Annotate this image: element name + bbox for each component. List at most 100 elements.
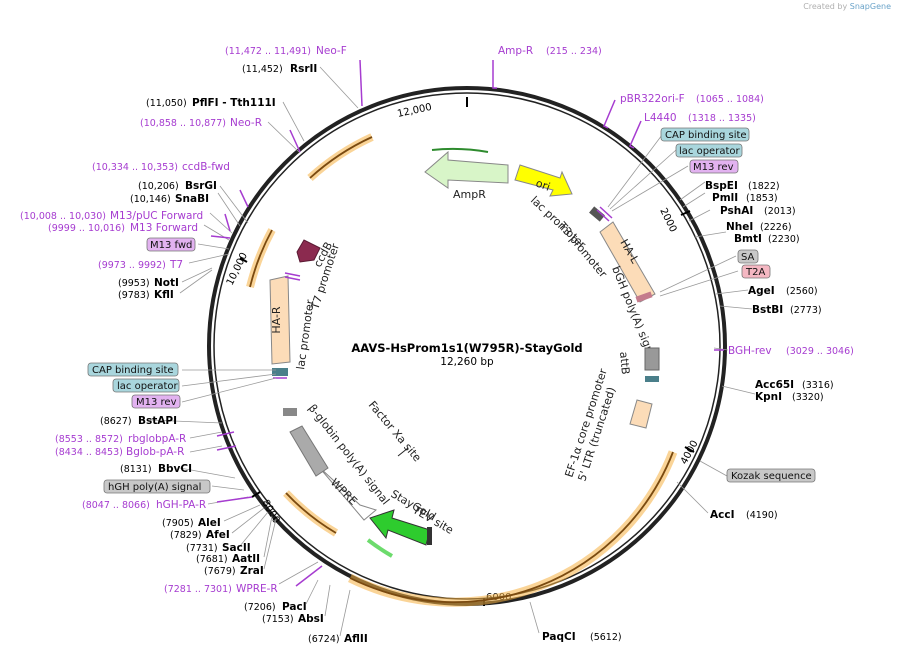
enzyme-pos-bstbi: (2773)	[790, 305, 822, 316]
enzyme-pos-kpni: (3320)	[792, 392, 824, 403]
enzyme-nhei: NheI	[726, 221, 753, 233]
attb-feature	[644, 347, 660, 371]
primer-range-neo-f: (11,472 .. 11,491)	[225, 46, 311, 57]
primer-range-pbr322ori: (1065 .. 1084)	[696, 94, 764, 105]
primer-rbglobpa-r: rbglobpA-R	[128, 433, 186, 445]
enzyme-kfli: KflI	[154, 289, 174, 301]
wpre-label: WPRE	[328, 476, 360, 508]
enzyme-pos-paci: (7206)	[244, 602, 276, 613]
primer-range-bgh-rev: (3029 .. 3046)	[786, 346, 854, 357]
enzyme-absi: AbsI	[298, 613, 324, 625]
primer-m13puc-forward: M13/pUC Forward	[110, 210, 203, 222]
primer-marks	[210, 59, 724, 587]
enzyme-bstbi: BstBI	[752, 304, 783, 316]
primer-range-wpre: (7281 .. 7301)	[164, 584, 232, 595]
box-kozak: Kozak sequence	[731, 471, 812, 482]
enzyme-pos-zrai: (7679)	[204, 566, 236, 577]
primer-t7: T7	[169, 259, 183, 271]
enzyme-pos-bbvci: (8131)	[120, 464, 152, 475]
primer-bgh-rev: BGH-rev	[728, 345, 772, 357]
primer-bglob-pa-r: Bglob-pA-R	[126, 446, 184, 458]
enzyme-paci: PacI	[282, 601, 307, 613]
enzyme-pos-pmli: (1853)	[746, 193, 778, 204]
staygold-feature	[369, 509, 431, 546]
primers-left: (11,472 .. 11,491) Neo-F (10,858 .. 10,8…	[20, 45, 347, 595]
small-gray-feature	[283, 408, 297, 416]
primer-range-hgh: (8047 .. 8066)	[82, 500, 150, 511]
enzyme-pos-bstapi: (8627)	[100, 416, 132, 427]
enzyme-bspei: BspEI	[705, 180, 738, 192]
boxed-right: CAP binding site lac operator M13 rev SA…	[660, 127, 816, 483]
ef1a-feature	[629, 399, 653, 429]
enzyme-bsrgi: BsrGI	[185, 180, 217, 192]
enzyme-pos-aatii: (7681)	[196, 554, 228, 565]
ha-l-feature	[599, 221, 656, 303]
enzyme-pos-bsrgi: (10,206)	[138, 181, 179, 192]
attb-label: attB	[617, 351, 632, 375]
snapgene-watermark: Created by SnapGene	[803, 2, 891, 11]
enzyme-kpni: KpnI	[755, 391, 782, 403]
enzyme-zrai: ZraI	[240, 565, 264, 577]
tev-site-mark	[427, 527, 432, 545]
enzyme-pmli: PmlI	[712, 192, 738, 204]
enzyme-noti: NotI	[154, 277, 179, 289]
enzyme-agei: AgeI	[748, 285, 775, 297]
enzyme-pos-aflii: (6724)	[308, 634, 340, 645]
ccdb-feature	[296, 239, 321, 263]
watermark-prefix: Created by	[803, 2, 848, 11]
attb-stripe	[645, 376, 659, 382]
primer-neo-f: Neo-F	[316, 45, 347, 57]
neo-orange-arc-line	[309, 136, 373, 179]
enzymes-right: PaqCI (5612) AccI (4190) Acc65I (3316) K…	[542, 180, 834, 643]
enzyme-pos-pshai: (2013)	[764, 206, 796, 217]
enzyme-alei: AleI	[198, 517, 221, 529]
tick-mark-2000	[680, 210, 691, 216]
enzymes-left: (11,452) RsrII (11,050) PflFI - Tth111I …	[100, 63, 368, 645]
plasmid-name: AAVS-HsProm1s1(W795R)-StayGold	[351, 341, 582, 355]
box-lac-operator-left: lac operator	[117, 381, 178, 392]
enzyme-bstapi: BstAPI	[138, 415, 177, 427]
primer-l4440: L4440	[644, 112, 677, 124]
primer-ccdb-fwd: ccdB-fwd	[182, 161, 230, 173]
enzyme-pflfi: PflFI - Tth111I	[192, 97, 276, 109]
plasmid-length: 12,260 bp	[440, 356, 494, 368]
enzyme-pos-acc65i: (3316)	[802, 380, 834, 391]
ori-label: ori	[534, 177, 552, 194]
tick-label-8000: 8000	[259, 498, 281, 526]
bottom-orange-arc-line	[349, 451, 674, 604]
primer-m13-forward: M13 Forward	[130, 222, 198, 234]
t3-promoter-label: T3 promoter	[555, 219, 610, 281]
primer-range-rbglobpa: (8553 .. 8572)	[55, 434, 123, 445]
enzyme-acci: AccI	[710, 509, 734, 521]
enzyme-pos-agei: (2560)	[786, 286, 818, 297]
enzyme-sacii: SacII	[222, 542, 251, 554]
enzyme-aatii: AatII	[232, 553, 260, 565]
box-sa: SA	[741, 252, 755, 263]
enzyme-pos-noti: (9953)	[118, 278, 150, 289]
ha-r-feature	[269, 275, 291, 365]
orange-features	[246, 133, 678, 607]
enzyme-pos-paqci: (5612)	[590, 632, 622, 643]
enzyme-bmti: BmtI	[734, 233, 762, 245]
enzyme-pos-pflfi: (11,050)	[146, 98, 187, 109]
t7-stripes	[284, 272, 301, 281]
tick-mark-8000	[251, 491, 261, 498]
enzyme-bbvci: BbvCI	[158, 463, 192, 475]
box-m13-fwd: M13 fwd	[150, 240, 192, 251]
tick-mark-4000	[684, 446, 695, 453]
enzyme-pos-bmti: (2230)	[768, 234, 800, 245]
enzyme-paqci: PaqCI	[542, 631, 576, 643]
enzyme-pos-acci: (4190)	[746, 510, 778, 521]
enzyme-aflii: AflII	[344, 633, 368, 645]
box-cap-binding-right: CAP binding site	[665, 130, 747, 141]
bglobin-feature	[289, 425, 329, 477]
factor-xa-mark	[397, 447, 409, 457]
boxed-left: M13 fwd CAP binding site lac operator M1…	[87, 237, 211, 494]
lower-left-orange-arc-line	[285, 492, 337, 534]
box-hgh-polya: hGH poly(A) signal	[108, 482, 201, 493]
ampr-label: AmpR	[453, 188, 486, 201]
enzyme-pos-rsrii: (11,452)	[242, 64, 283, 75]
ampr-green-line	[431, 147, 489, 153]
neo-orange-arc	[307, 133, 374, 181]
